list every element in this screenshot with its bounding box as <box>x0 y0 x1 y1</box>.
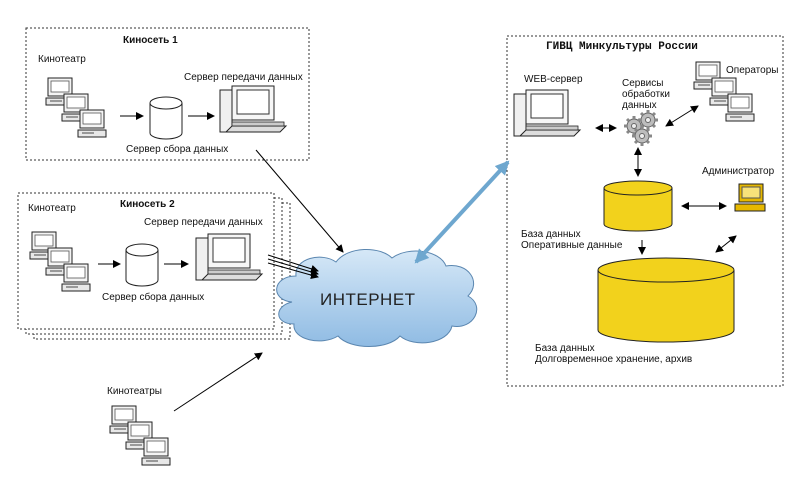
net2-collect-db-icon <box>125 243 159 287</box>
net1-collect-server-label: Сервер сбора данных <box>126 144 229 155</box>
net1-collect-db-icon <box>149 96 183 140</box>
net1-title: Киносеть 1 <box>123 35 178 46</box>
services-label-3: данных <box>622 100 657 111</box>
blue-link-internet-givc <box>414 160 510 264</box>
arrow-admin-archive <box>715 235 737 253</box>
admin-pc-icon <box>734 183 766 212</box>
web-server-icon <box>513 89 581 137</box>
db-archive-label-1: База данных <box>535 343 595 354</box>
net2-title: Киносеть 2 <box>120 199 175 210</box>
arrow-net1-internet <box>255 149 344 253</box>
internet-cloud <box>276 248 478 347</box>
cinemas-label: Кинотеатры <box>107 386 162 397</box>
arrow-services-operators <box>665 105 699 127</box>
cinemas-pcs <box>110 406 170 465</box>
db-operational-label-1: База данных <box>521 229 581 240</box>
net1-transfer-server-label: Сервер передачи данных <box>184 72 303 83</box>
net1-cinema-pcs <box>46 78 106 137</box>
internet-label: ИНТЕРНЕТ <box>320 290 416 309</box>
services-label-1: Сервисы <box>622 78 664 89</box>
arrow-cinemas-internet <box>173 352 263 412</box>
arrows-net2-internet <box>267 254 319 279</box>
services-label-2: обработки <box>622 89 671 100</box>
net1-box <box>25 27 310 161</box>
db-archive-icon <box>597 257 735 343</box>
net2-transfer-server-label: Сервер передачи данных <box>144 217 263 228</box>
db-operational-label-2: Оперативные данные <box>521 240 623 251</box>
net2-cinema-label: Кинотеатр <box>28 203 76 214</box>
db-archive-label-2: Долговременное хранение, архив <box>535 354 693 365</box>
admin-label: Администратор <box>702 166 775 177</box>
net2-collect-server-label: Сервер сбора данных <box>102 292 205 303</box>
operators-label: Операторы <box>726 65 779 76</box>
net1-transfer-server-icon <box>219 85 287 133</box>
web-server-label: WEB-сервер <box>524 74 583 85</box>
net1-cinema-label: Кинотеатр <box>38 54 86 65</box>
db-operational-icon <box>603 180 673 232</box>
givc-title: ГИВЦ Минкультуры России <box>546 41 698 53</box>
services-gears-icon <box>622 108 660 148</box>
